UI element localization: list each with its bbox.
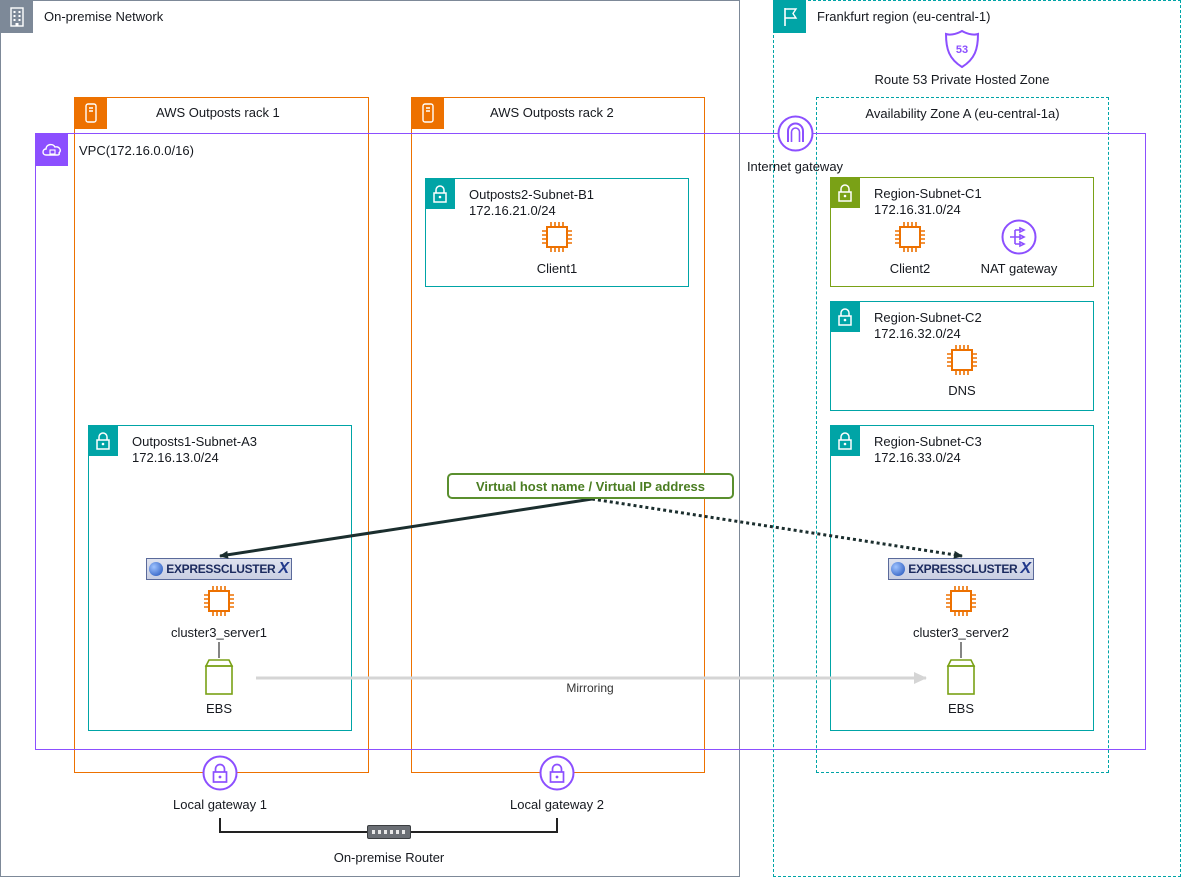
- subnet-c1-cidr: 172.16.31.0/24: [874, 202, 961, 217]
- vip-label-box: Virtual host name / Virtual IP address: [447, 473, 734, 499]
- subnet-a3-cidr: 172.16.13.0/24: [132, 450, 219, 465]
- subnet-c2-name: Region-Subnet-C2: [874, 310, 982, 325]
- region-title: Frankfurt region (eu-central-1): [817, 9, 991, 24]
- subnet-c1: [830, 177, 1094, 287]
- svg-text:53: 53: [956, 44, 968, 56]
- expresscluster-logo-suffix: X: [278, 560, 289, 577]
- ec2-instance-icon: [945, 343, 979, 377]
- lock-icon: [830, 301, 860, 332]
- router-icon: [367, 825, 411, 839]
- ec2-instance-icon: [540, 220, 574, 254]
- ec2-instance-icon: [202, 584, 236, 618]
- subnet-a3: [88, 425, 352, 731]
- client1-label: Client1: [536, 261, 578, 276]
- vpc-boundary: [35, 133, 1146, 750]
- expresscluster-logo-suffix: X: [1020, 560, 1031, 577]
- vpc-cloud-icon: [35, 133, 68, 166]
- flag-icon: [773, 0, 806, 33]
- mirroring-label: Mirroring: [566, 681, 614, 695]
- local-gateway-icon: [539, 755, 575, 791]
- vpc-title: VPC(172.16.0.0/16): [79, 143, 194, 158]
- internet-gateway-label: Internet gateway: [746, 159, 844, 174]
- subnet-c1-name: Region-Subnet-C1: [874, 186, 982, 201]
- outposts-icon: [74, 97, 107, 129]
- lock-icon: [830, 177, 860, 208]
- ebs-1-label: EBS: [205, 701, 232, 716]
- subnet-c3-cidr: 172.16.33.0/24: [874, 450, 961, 465]
- route53-shield-icon: 53: [943, 29, 981, 69]
- expresscluster-logo-text: EXPRESSCLUSTER: [166, 562, 276, 576]
- ebs-volume-icon: [204, 658, 234, 696]
- ec2-instance-icon: [944, 584, 978, 618]
- router-label: On-premise Router: [333, 850, 445, 865]
- route53-label: Route 53 Private Hosted Zone: [874, 72, 1050, 87]
- ebs-2-label: EBS: [947, 701, 974, 716]
- lock-icon: [88, 425, 118, 456]
- nat-gateway-icon: [1001, 219, 1037, 255]
- client2-label: Client2: [889, 261, 931, 276]
- expresscluster-globe-icon: [149, 562, 164, 576]
- dns-label: DNS: [948, 383, 976, 398]
- subnet-c3-name: Region-Subnet-C3: [874, 434, 982, 449]
- nat-gateway-label: NAT gateway: [980, 261, 1058, 276]
- local-gateway-icon: [202, 755, 238, 791]
- subnet-c3: [830, 425, 1094, 731]
- subnet-b1-cidr: 172.16.21.0/24: [469, 203, 556, 218]
- lock-icon: [425, 178, 455, 209]
- subnet-c2: [830, 301, 1094, 411]
- outposts-icon: [411, 97, 444, 129]
- expresscluster-globe-icon: [891, 562, 906, 576]
- server1-label: cluster3_server1: [170, 625, 268, 640]
- availability-zone-title: Availability Zone A (eu-central-1a): [865, 106, 1060, 121]
- subnet-c2-cidr: 172.16.32.0/24: [874, 326, 961, 341]
- server2-label: cluster3_server2: [912, 625, 1010, 640]
- outposts-rack-2-title: AWS Outposts rack 2: [490, 105, 614, 120]
- availability-zone-boundary: [816, 97, 1109, 773]
- subnet-b1: [425, 178, 689, 287]
- lock-icon: [830, 425, 860, 456]
- onprem-network-title: On-premise Network: [44, 9, 164, 24]
- expresscluster-logo-text: EXPRESSCLUSTER: [908, 562, 1018, 576]
- ebs-volume-icon: [946, 658, 976, 696]
- building-icon: [0, 0, 33, 33]
- outposts-rack-1-title: AWS Outposts rack 1: [156, 105, 280, 120]
- ec2-instance-icon: [893, 220, 927, 254]
- local-gateway-1-label: Local gateway 1: [173, 797, 267, 812]
- subnet-b1-name: Outposts2-Subnet-B1: [469, 187, 595, 202]
- internet-gateway-icon: [777, 115, 814, 152]
- subnet-a3-name: Outposts1-Subnet-A3: [132, 434, 258, 449]
- local-gateway-2-label: Local gateway 2: [510, 797, 604, 812]
